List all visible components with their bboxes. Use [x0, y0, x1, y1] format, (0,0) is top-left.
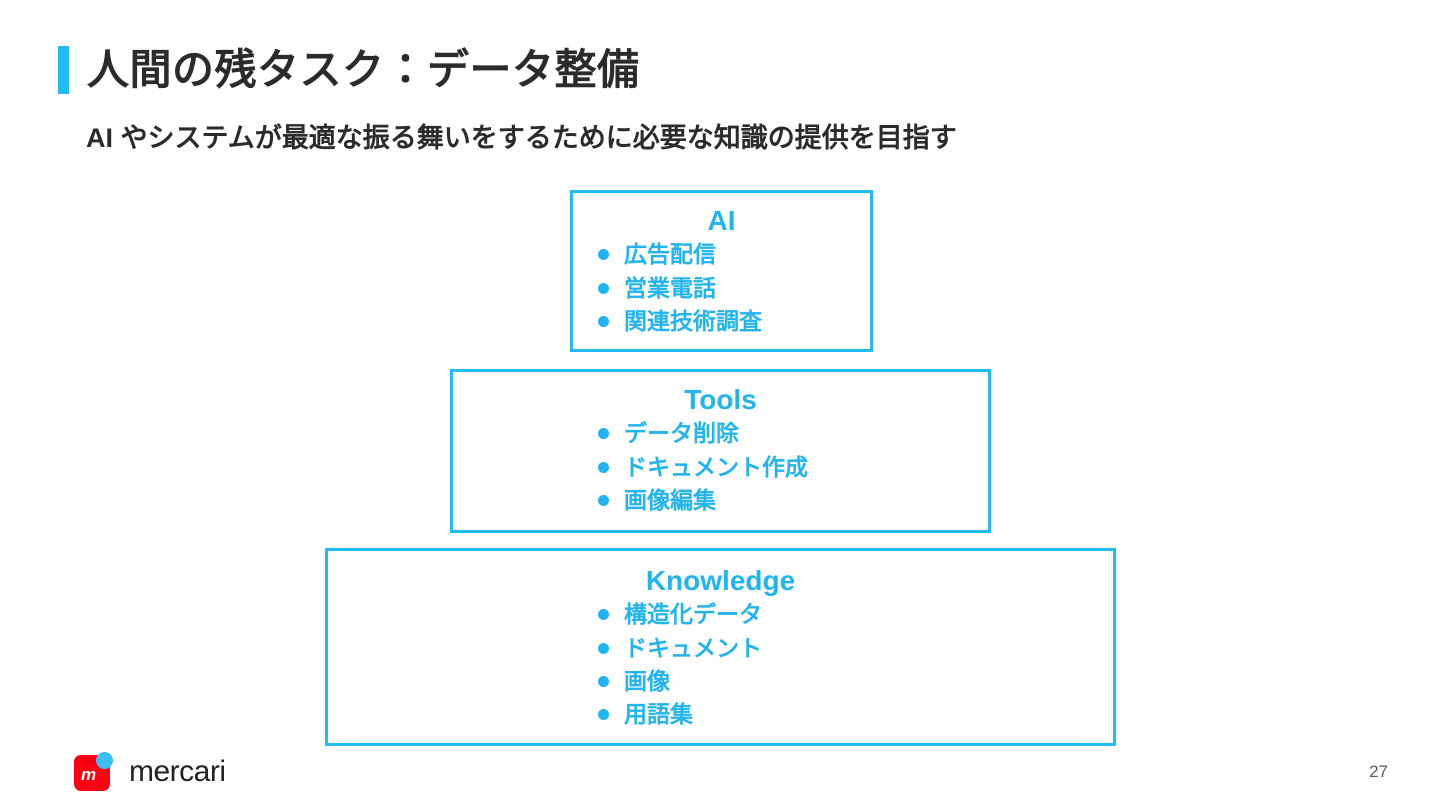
bullet-dot-icon — [598, 428, 609, 440]
list-item-label: 広告配信 — [624, 241, 716, 268]
list-item: ドキュメント作成 — [453, 451, 988, 484]
page-title: 人間の残タスク：データ整備 — [58, 46, 640, 94]
tier-knowledge-heading: Knowledge — [645, 565, 796, 596]
list-item: 画像編集 — [453, 484, 988, 517]
page-subtitle: AI やシステムが最適な振る舞いをするために必要な知識の提供を目指す — [86, 123, 957, 153]
title-text: 人間の残タスク：データ整備 — [87, 46, 640, 93]
mercari-logo-icon: m — [74, 752, 116, 792]
list-item-label: ドキュメント — [624, 634, 762, 661]
tier-knowledge-list: 構造化データ ドキュメント 画像 用語集 — [328, 598, 1113, 731]
list-item: ドキュメント — [328, 632, 1113, 665]
list-item: データ削除 — [453, 417, 988, 450]
tier-tools-list: データ削除 ドキュメント作成 画像編集 — [453, 417, 988, 517]
list-item-label: ドキュメント作成 — [624, 453, 808, 480]
tier-tools-heading: Tools — [684, 384, 757, 415]
list-item: 画像 — [328, 665, 1113, 698]
bullet-dot-icon — [598, 709, 609, 721]
logo-blue-dot-icon — [96, 752, 113, 769]
tier-ai-list: 広告配信 営業電話 関連技術調査 — [573, 238, 870, 338]
list-item-label: 画像 — [624, 667, 670, 694]
list-item: 関連技術調査 — [573, 305, 870, 338]
bullet-dot-icon — [598, 316, 609, 328]
tier-ai-heading: AI — [707, 205, 736, 236]
logo-box-facet-shape — [74, 755, 110, 766]
list-item: 営業電話 — [573, 272, 870, 305]
bullet-dot-icon — [598, 495, 609, 507]
logo-letter-m: m — [81, 765, 97, 784]
bullet-dot-icon — [598, 249, 609, 261]
list-item: 構造化データ — [328, 598, 1113, 631]
list-item-label: 営業電話 — [624, 274, 716, 301]
tier-knowledge: Knowledge 構造化データ ドキュメント 画像 用語集 — [325, 548, 1116, 746]
list-item-label: 用語集 — [624, 701, 693, 728]
mercari-logo: m mercari — [74, 752, 226, 792]
list-item-label: 関連技術調査 — [624, 307, 762, 334]
bullet-dot-icon — [598, 642, 609, 654]
list-item-label: データ削除 — [624, 420, 739, 447]
list-item-label: 画像編集 — [624, 486, 716, 513]
list-item-label: 構造化データ — [624, 601, 762, 628]
bullet-dot-icon — [598, 461, 609, 473]
mercari-wordmark: mercari — [129, 755, 226, 788]
title-accent-bar — [58, 46, 69, 94]
tier-ai: AI 広告配信 営業電話 関連技術調査 — [570, 190, 873, 352]
bullet-dot-icon — [598, 282, 609, 294]
page-number: 27 — [1369, 762, 1388, 781]
bullet-dot-icon — [598, 609, 609, 621]
bullet-dot-icon — [598, 676, 609, 688]
tier-tools: Tools データ削除 ドキュメント作成 画像編集 — [450, 369, 991, 533]
list-item: 広告配信 — [573, 238, 870, 271]
list-item: 用語集 — [328, 698, 1113, 731]
